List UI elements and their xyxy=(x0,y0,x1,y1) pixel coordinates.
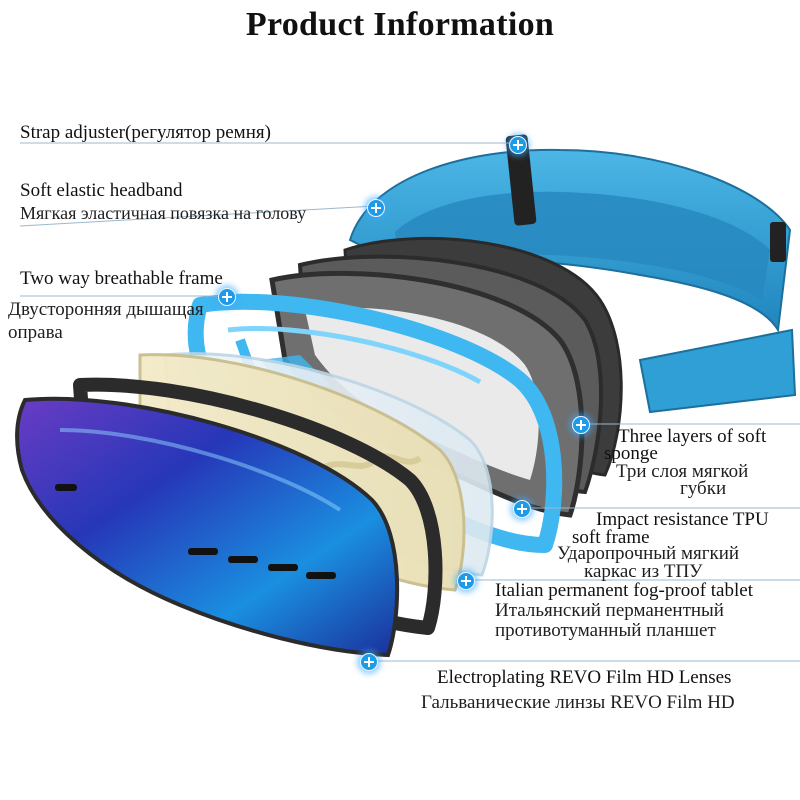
callout-fog-ru-2: противотуманный планшет xyxy=(495,620,716,641)
callout-lines xyxy=(19,142,800,662)
callout-lens-ru: Гальванические линзы REVO Film HD xyxy=(421,692,735,713)
callout-tpu-ru-1: Ударопрочный мягкий xyxy=(557,543,740,564)
callout-lens-en: Electroplating REVO Film HD Lenses xyxy=(437,667,732,688)
callout-sponge-ru-1: Три слоя мягкой xyxy=(616,461,749,482)
page-title: Product Information xyxy=(245,6,555,43)
tpu-plus-circle-icon[interactable] xyxy=(513,500,531,518)
callout-sponge-ru-2: губки xyxy=(680,478,727,499)
headband-strap xyxy=(348,134,797,414)
frame-plus-circle-icon[interactable] xyxy=(218,288,236,306)
revo-lens xyxy=(15,396,400,658)
callout-frame-en: Two way breathable frame xyxy=(20,268,223,289)
callout-headband-ru: Мягкая эластичная повязка на голову xyxy=(20,203,307,223)
callout-tpu-en-1: Impact resistance TPU xyxy=(596,509,769,530)
strap-plus-circle-icon[interactable] xyxy=(509,136,527,154)
callout-frame-ru-2: оправа xyxy=(8,322,63,343)
callout-tpu-en-2: soft frame xyxy=(572,527,650,548)
lens-plus-circle-icon[interactable] xyxy=(360,653,378,671)
callout-sponge-en-2: sponge xyxy=(604,443,658,464)
headband-plus-circle-icon[interactable] xyxy=(367,199,385,217)
sponge-plus-circle-icon[interactable] xyxy=(572,416,590,434)
callout-strap-en: Strap adjuster(регулятор ремня) xyxy=(20,122,271,143)
callout-fog-ru-1: Итальянский перманентный xyxy=(495,600,724,621)
callout-frame-ru-1: Двусторонняя дышащая xyxy=(8,299,204,320)
callout-sponge-en-1: Three layers of soft xyxy=(618,426,767,447)
callout-headband-en: Soft elastic headband xyxy=(20,180,183,201)
tablet-plus-circle-icon[interactable] xyxy=(457,572,475,590)
callout-fog-en: Italian permanent fog-proof tablet xyxy=(495,580,753,601)
callout-tpu-ru-2: каркас из ТПУ xyxy=(584,561,703,582)
